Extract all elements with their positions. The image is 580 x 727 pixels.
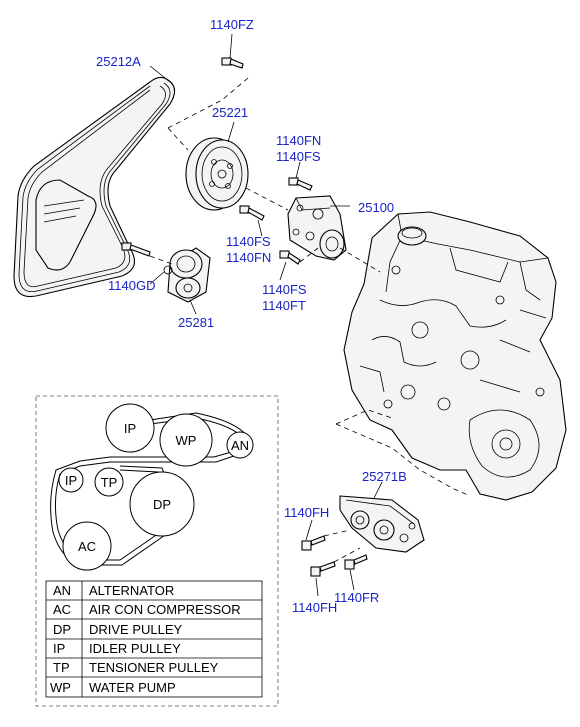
- tensioner-25271b: [339, 495, 425, 553]
- tensioner-25281: [163, 247, 211, 303]
- label-1140ft: 1140FT: [262, 298, 306, 313]
- legend-table: AN ALTERNATOR AC AIR CON COMPRESSOR DP D…: [45, 580, 263, 698]
- routing-pulley-ip-top: [105, 403, 155, 453]
- bolt-1140fh-top: [301, 535, 326, 551]
- legend-name: IDLER PULLEY: [89, 641, 181, 656]
- legend-name: ALTERNATOR: [89, 583, 174, 598]
- routing-pulley-wp: [159, 413, 213, 467]
- bolts: [121, 57, 368, 577]
- routing-label-wp: WP: [176, 433, 197, 448]
- label-25100: 25100: [358, 200, 394, 215]
- routing-pulley-an: [226, 431, 254, 459]
- label-1140fs-low: 1140FS: [262, 282, 307, 297]
- inset-border: [35, 395, 279, 707]
- label-1140fz: 1140FZ: [210, 17, 254, 32]
- assembly-dashed-lines: [149, 77, 471, 563]
- legend-code: AC: [53, 602, 71, 617]
- bolt-1140fs-mid: [239, 205, 265, 221]
- routing-pulley-tp: [94, 467, 124, 497]
- label-1140fn-top: 1140FN: [276, 133, 321, 148]
- engine-block: [343, 211, 567, 501]
- belt-routing-inset: IP WP AN IP TP DP AC AN ALTERNATOR AC AI…: [35, 395, 279, 707]
- legend-name: AIR CON COMPRESSOR: [89, 602, 241, 617]
- bolt-1140fs-top: [288, 177, 313, 191]
- routing-label-an: AN: [231, 438, 249, 453]
- label-1140fr: 1140FR: [334, 590, 379, 605]
- routing-pulley-dp: [129, 471, 195, 537]
- legend-code: IP: [53, 641, 65, 656]
- legend-code: WP: [50, 680, 71, 695]
- legend-name: WATER PUMP: [89, 680, 176, 695]
- legend-code: TP: [53, 660, 70, 675]
- bolt-1140fh-bot: [310, 561, 336, 577]
- label-25281: 25281: [178, 315, 214, 330]
- label-1140fn-mid: 1140FN: [226, 250, 271, 265]
- routing-pulley-ac: [62, 521, 112, 571]
- routing-label-ip-top: IP: [124, 421, 136, 436]
- label-25221: 25221: [212, 105, 248, 120]
- bolt-1140fr: [344, 554, 368, 570]
- water-pump-25100: [287, 195, 347, 261]
- label-1140gd: 1140GD: [108, 278, 155, 293]
- pulley-25221: [185, 137, 249, 211]
- legend-name: TENSIONER PULLEY: [89, 660, 219, 675]
- label-25271b: 25271B: [362, 469, 407, 484]
- routing-label-dp: DP: [153, 497, 171, 512]
- legend-name: DRIVE PULLEY: [89, 622, 183, 637]
- routing-label-tp: TP: [101, 475, 118, 490]
- bolt-1140gd: [121, 242, 151, 257]
- bolt-1140fs-low: [279, 250, 301, 265]
- label-1140fh-bot: 1140FH: [292, 600, 337, 615]
- routing-label-ip-left: IP: [65, 473, 77, 488]
- label-25212a: 25212A: [96, 54, 141, 69]
- legend-code: DP: [53, 622, 71, 637]
- legend-code: AN: [53, 583, 71, 598]
- part-labels: 1140FZ 25212A 25221 1140FN 1140FS 25100 …: [96, 17, 407, 615]
- label-1140fh-top: 1140FH: [284, 505, 329, 520]
- label-1140fs-mid: 1140FS: [226, 234, 271, 249]
- leader-lines: [149, 33, 383, 597]
- belt-25212a: [13, 76, 176, 298]
- routing-pulley-ip-left: [58, 467, 84, 493]
- routing-label-ac: AC: [78, 539, 96, 554]
- bolt-1140fz: [221, 57, 244, 69]
- label-1140fs-top: 1140FS: [276, 149, 321, 164]
